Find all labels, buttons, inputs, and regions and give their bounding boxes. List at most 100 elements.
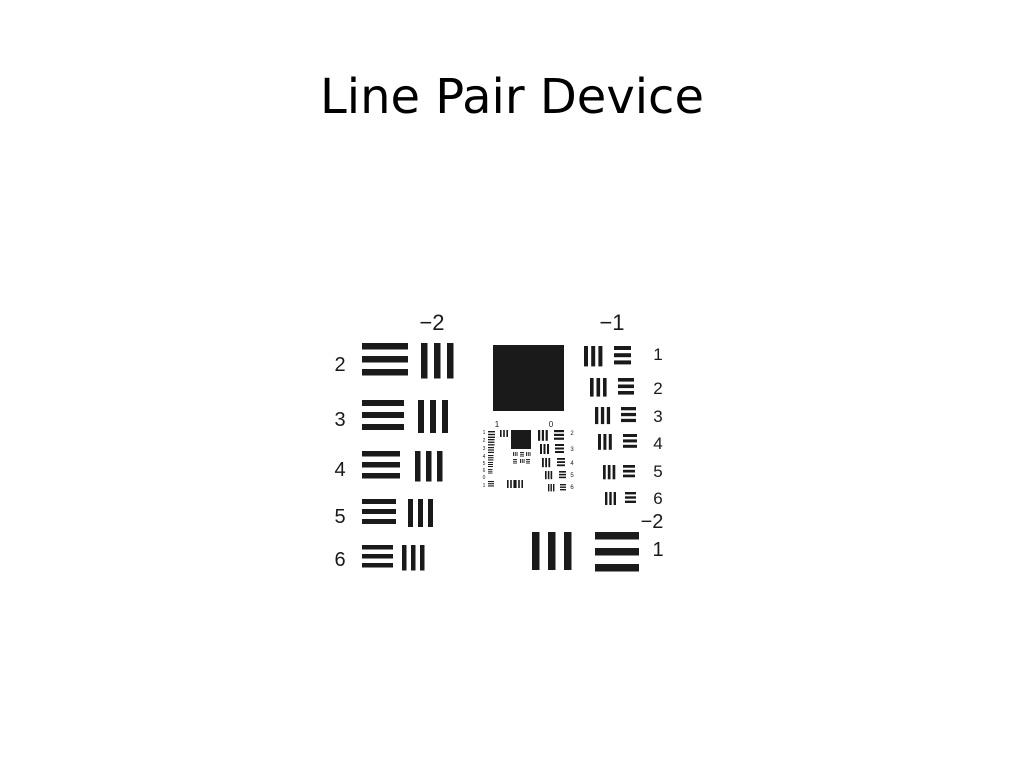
horizontal-bar <box>555 447 564 450</box>
horizontal-bar <box>488 481 494 483</box>
horizontal-bar <box>488 431 495 433</box>
horizontal-bar <box>554 437 564 440</box>
horizontal-bar <box>362 563 393 568</box>
large-square <box>493 345 564 411</box>
vertical-bar <box>408 499 413 527</box>
horizontal-bar <box>488 444 495 446</box>
horizontal-bar <box>621 418 636 423</box>
center-right-element-label: 5 <box>570 473 574 479</box>
vertical-bar <box>521 480 523 488</box>
horizontal-bar <box>362 509 396 514</box>
slide-title: Line Pair Device <box>320 69 704 125</box>
vertical-bar <box>447 343 454 379</box>
left-element-label: 6 <box>334 549 345 571</box>
vertical-bar <box>548 458 551 468</box>
horizontal-bar <box>623 444 637 448</box>
left-element-label: 2 <box>334 354 345 376</box>
vertical-bar <box>520 459 521 463</box>
vertical-bar <box>538 430 541 441</box>
horizontal-bar <box>362 545 393 550</box>
horizontal-bar <box>554 433 564 436</box>
line-pair-target-svg: −2 −1 −2 1 0 2 3 4 5 6 1 2 3 4 5 6 1 1 2… <box>334 310 664 572</box>
horizontal-bar <box>614 346 631 350</box>
horizontal-bar <box>488 447 494 449</box>
vertical-bar <box>603 465 606 480</box>
vertical-bar <box>507 480 509 488</box>
vertical-bar <box>596 378 601 397</box>
horizontal-bar <box>362 462 400 468</box>
vertical-bar <box>411 545 416 571</box>
horizontal-bar <box>554 430 564 433</box>
vertical-bar <box>550 471 553 480</box>
horizontal-bar <box>557 458 565 460</box>
horizontal-bar <box>488 455 494 457</box>
group-label-center-left: 1 <box>495 420 500 429</box>
vertical-bar <box>606 407 611 425</box>
vertical-bar <box>527 452 529 456</box>
left-element-label: 4 <box>334 459 345 481</box>
horizontal-bar <box>488 433 495 436</box>
horizontal-bar <box>488 436 495 438</box>
vertical-bar <box>542 458 544 468</box>
right-element-label: 2 <box>653 379 662 398</box>
vertical-bar <box>532 532 540 570</box>
horizontal-bar <box>559 473 566 476</box>
vertical-bar <box>607 465 611 480</box>
horizontal-bar <box>559 471 566 473</box>
vertical-bar <box>526 452 527 456</box>
horizontal-bar <box>623 434 637 437</box>
vertical-bar <box>402 545 407 571</box>
vertical-bar <box>545 430 548 441</box>
vertical-bar <box>434 343 441 379</box>
horizontal-bar <box>488 466 493 467</box>
right-element-label: 1 <box>653 345 662 364</box>
vertical-bar <box>547 444 549 454</box>
vertical-bar <box>442 400 448 433</box>
vertical-bar <box>591 346 596 367</box>
horizontal-bar <box>513 459 517 460</box>
vertical-bar <box>513 452 514 456</box>
vertical-bar <box>518 480 520 488</box>
vertical-bar <box>421 343 428 379</box>
horizontal-bar <box>560 486 566 488</box>
vertical-bar <box>515 480 517 488</box>
center-right-element-label: 2 <box>570 431 574 437</box>
vertical-bar <box>426 451 432 482</box>
horizontal-bar <box>362 356 408 363</box>
horizontal-bar <box>625 500 636 503</box>
vertical-bar <box>545 471 547 480</box>
horizontal-bar <box>488 464 493 465</box>
small-square <box>511 430 531 449</box>
vertical-bar <box>603 434 607 450</box>
vertical-bar <box>608 434 612 450</box>
center-left-element-label: 1 <box>483 483 486 489</box>
horizontal-bar <box>488 483 494 485</box>
horizontal-bar <box>488 469 493 470</box>
vertical-bar <box>603 378 607 397</box>
bar-patterns <box>362 343 639 572</box>
vertical-bar <box>540 444 542 454</box>
horizontal-bar <box>623 439 637 443</box>
right-element-label: 6 <box>653 489 662 508</box>
vertical-bar <box>541 430 544 441</box>
group-label-left: −2 <box>419 310 444 335</box>
vertical-bar <box>418 400 424 433</box>
vertical-bar <box>595 407 599 425</box>
vertical-bar <box>430 400 436 433</box>
horizontal-bar <box>488 451 494 453</box>
vertical-bar <box>612 465 616 480</box>
horizontal-bar <box>488 457 494 459</box>
vertical-bar <box>500 430 502 437</box>
center-left-element-label: 4 <box>483 454 486 460</box>
vertical-bar <box>516 452 518 456</box>
vertical-bar <box>547 471 550 480</box>
center-right-element-label: 4 <box>570 461 574 467</box>
vertical-bar <box>529 452 531 456</box>
horizontal-bar <box>526 459 530 460</box>
center-right-element-label: 3 <box>570 447 574 453</box>
vertical-bar <box>514 452 516 456</box>
resolution-target-figure: −2 −1 −2 1 0 2 3 4 5 6 1 2 3 4 5 6 1 1 2… <box>320 300 700 590</box>
center-left-element-label: 6 <box>483 468 486 474</box>
horizontal-bar <box>520 453 524 455</box>
vertical-bar <box>564 532 572 570</box>
